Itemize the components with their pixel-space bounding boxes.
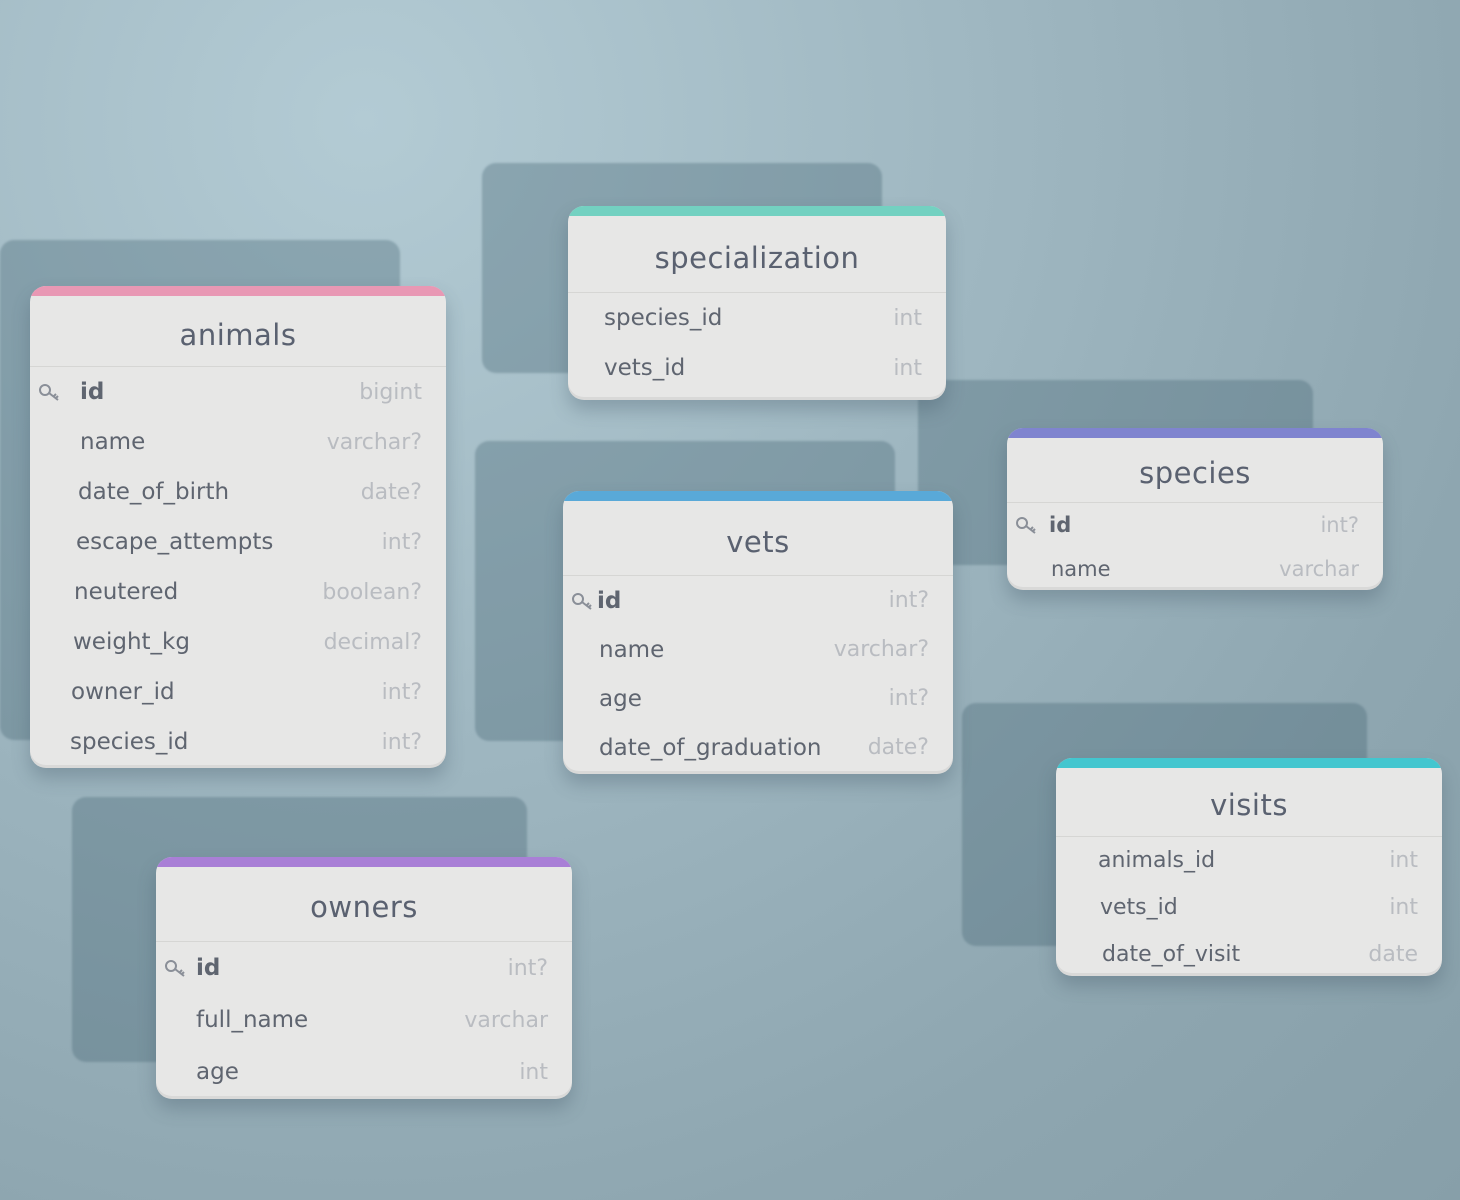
column-type: int: [519, 1059, 548, 1085]
column-name: date_of_graduation: [599, 734, 822, 761]
table-title: animals: [30, 296, 446, 367]
table-visits[interactable]: visits animals_id int vets_id int date_o…: [1056, 758, 1442, 976]
column-row[interactable]: neutered boolean?: [30, 567, 446, 617]
column-name: id: [80, 379, 105, 405]
species-color-bar: [1007, 428, 1383, 438]
column-type: int?: [1320, 513, 1359, 537]
column-type: bigint: [359, 379, 422, 405]
column-name: owner_id: [71, 679, 175, 705]
column-row[interactable]: name varchar: [1007, 547, 1383, 590]
column-type: date: [1368, 942, 1418, 967]
column-row[interactable]: id bigint: [30, 367, 446, 417]
owners-color-bar: [156, 857, 572, 867]
specialization-color-bar: [568, 206, 946, 216]
column-name: id: [597, 587, 622, 614]
table-title: vets: [563, 501, 953, 576]
column-row[interactable]: full_name varchar: [156, 994, 572, 1046]
table-title: owners: [156, 867, 572, 942]
column-name: neutered: [74, 579, 179, 605]
column-type: date?: [867, 735, 929, 760]
column-type: int?: [381, 679, 422, 705]
column-type: date?: [360, 479, 422, 505]
column-row[interactable]: id int?: [563, 576, 953, 625]
key-icon: [39, 384, 59, 401]
column-type: int?: [507, 955, 548, 981]
column-name: species_id: [70, 729, 189, 755]
column-name: age: [599, 685, 642, 712]
table-title: visits: [1056, 768, 1442, 837]
table-species[interactable]: species id int? name varchar: [1007, 428, 1383, 590]
column-type: int?: [888, 588, 929, 613]
key-icon: [165, 960, 185, 977]
column-row[interactable]: id int?: [1007, 503, 1383, 547]
column-name: name: [80, 429, 146, 455]
vets-color-bar: [563, 491, 953, 501]
column-type: int?: [381, 529, 422, 555]
column-name: vets_id: [604, 355, 686, 381]
column-type: decimal?: [323, 629, 422, 655]
animals-color-bar: [30, 286, 446, 296]
column-type: varchar?: [326, 429, 422, 455]
column-row[interactable]: name varchar?: [563, 625, 953, 674]
column-type: int: [1389, 895, 1418, 920]
column-name: name: [599, 636, 665, 663]
column-type: int?: [381, 729, 422, 755]
column-row[interactable]: name varchar?: [30, 417, 446, 467]
column-name: age: [196, 1059, 239, 1085]
column-name: name: [1051, 557, 1111, 581]
column-type: boolean?: [322, 579, 422, 605]
column-row[interactable]: date_of_visit date: [1056, 931, 1442, 976]
column-name: id: [1049, 513, 1072, 537]
column-row[interactable]: weight_kg decimal?: [30, 617, 446, 667]
column-row[interactable]: escape_attempts int?: [30, 517, 446, 567]
column-name: escape_attempts: [76, 529, 274, 555]
column-type: varchar: [464, 1007, 548, 1033]
column-row[interactable]: date_of_birth date?: [30, 467, 446, 517]
column-name: species_id: [604, 305, 723, 331]
column-row[interactable]: species_id int?: [30, 717, 446, 767]
key-icon: [572, 592, 592, 610]
column-name: weight_kg: [73, 629, 190, 655]
column-row[interactable]: vets_id int: [1056, 884, 1442, 931]
column-row[interactable]: id int?: [156, 942, 572, 994]
column-row[interactable]: species_id int: [568, 293, 946, 343]
column-row[interactable]: date_of_graduation date?: [563, 723, 953, 772]
column-type: int: [1389, 848, 1418, 873]
table-vets[interactable]: vets id int? name varchar? age int? date…: [563, 491, 953, 774]
column-row[interactable]: owner_id int?: [30, 667, 446, 717]
column-name: date_of_visit: [1102, 942, 1241, 967]
table-owners[interactable]: owners id int? full_name varchar age int: [156, 857, 572, 1099]
column-name: id: [196, 955, 221, 981]
table-animals[interactable]: animals id bigint name varchar? date_of_…: [30, 286, 446, 768]
table-specialization[interactable]: specialization species_id int vets_id in…: [568, 206, 946, 400]
column-name: date_of_birth: [78, 479, 230, 505]
column-row[interactable]: age int: [156, 1046, 572, 1098]
column-name: vets_id: [1100, 895, 1178, 920]
column-name: full_name: [196, 1007, 309, 1033]
column-name: animals_id: [1098, 848, 1216, 873]
column-row[interactable]: age int?: [563, 674, 953, 723]
visits-color-bar: [1056, 758, 1442, 768]
column-row[interactable]: vets_id int: [568, 343, 946, 393]
column-type: int?: [888, 686, 929, 711]
table-title: specialization: [568, 216, 946, 293]
column-row[interactable]: animals_id int: [1056, 837, 1442, 884]
column-type: varchar: [1279, 557, 1359, 581]
column-type: varchar?: [833, 637, 929, 662]
table-title: species: [1007, 438, 1383, 503]
key-icon: [1016, 517, 1036, 534]
column-type: int: [893, 355, 922, 381]
column-type: int: [893, 305, 922, 331]
